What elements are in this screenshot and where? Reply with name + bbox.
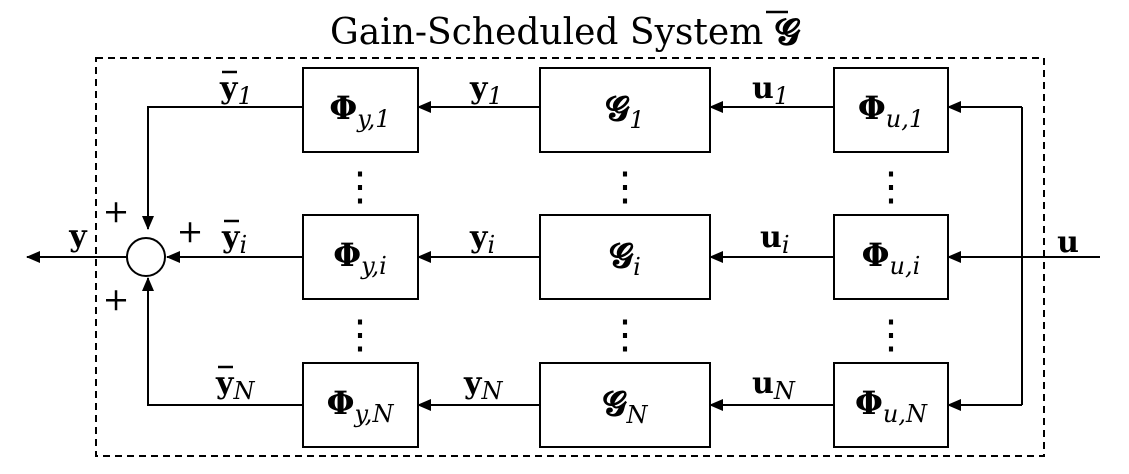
block-phi-u-i-label: Φu,i [862, 236, 921, 280]
block-g-1 [539, 67, 711, 153]
block-phi-y-1-label: Φy,1 [329, 89, 390, 133]
u-1-main: u [752, 71, 774, 106]
ellipsis-phi-u-top: ⋮ [871, 164, 911, 210]
u-n-sub: N [773, 377, 796, 405]
ellipsis-phi-y-top: ⋮ [340, 164, 380, 210]
block-phi-y-n [302, 362, 419, 448]
signal-u-1: u1 [752, 71, 789, 110]
ellipsis-g-top: ⋮ [605, 164, 645, 210]
sum-sign-bottom: + [103, 280, 130, 318]
block-phi-u-n-label: Φu,N [855, 384, 928, 428]
g-n-sub: N [625, 401, 648, 429]
input-label: u [1057, 225, 1079, 260]
y-1-main: y [469, 71, 489, 106]
g-1-main: 𝓖 [605, 89, 630, 129]
block-g-i-label: 𝓖i [609, 236, 641, 281]
g-i-sub: i [633, 253, 641, 281]
summing-junction [126, 237, 166, 277]
block-g-n [539, 362, 711, 448]
y-1-sub: 1 [487, 82, 502, 110]
ellipsis-phi-y-bottom: ⋮ [340, 312, 380, 358]
phi-y-1-sub: y,1 [356, 105, 390, 133]
ybar-1-main: y [219, 71, 239, 106]
y-i-sub: i [487, 231, 495, 259]
y-n-main: y [463, 366, 483, 401]
phi-u-1-main: Φ [858, 89, 886, 127]
g-n-main: 𝓖 [603, 384, 628, 424]
diagram-title: Gain-Scheduled System 𝓖 [330, 11, 801, 53]
ybar-i-sub: i [239, 231, 247, 259]
title-symbol: 𝓖 [775, 11, 801, 53]
signal-u-i: ui [760, 220, 790, 259]
sum-sign-middle: + [177, 212, 204, 250]
signal-ybar-n: yN [215, 366, 255, 405]
phi-y-i-main: Φ [333, 236, 361, 274]
signal-u-n: uN [752, 366, 796, 405]
block-phi-u-n [833, 362, 949, 448]
arrow-ybar-1 [142, 106, 303, 230]
u-1-sub: 1 [774, 82, 789, 110]
block-g-n-label: 𝓖N [603, 384, 649, 429]
g-1-sub: 1 [629, 106, 644, 134]
phi-u-i-main: Φ [862, 236, 890, 274]
phi-y-i-sub: y,i [360, 252, 387, 280]
u-i-sub: i [782, 231, 790, 259]
block-phi-u-1 [833, 67, 949, 153]
g-i-main: 𝓖 [609, 236, 634, 276]
y-n-sub: N [480, 377, 503, 405]
phi-u-n-main: Φ [855, 384, 883, 422]
block-phi-u-1-label: Φu,1 [858, 89, 924, 133]
phi-y-1-main: Φ [329, 89, 357, 127]
block-phi-y-i [302, 214, 419, 300]
title-text: Gain-Scheduled System [330, 12, 775, 53]
signal-y-1: y1 [469, 71, 503, 110]
u-i-main: u [760, 220, 782, 255]
arrow-ybar-n [142, 277, 303, 406]
block-phi-u-i [833, 214, 949, 300]
ybar-1-sub: 1 [237, 82, 252, 110]
signal-y-i: yi [469, 220, 495, 259]
ybar-n-main: y [215, 366, 235, 401]
phi-y-n-main: Φ [327, 384, 355, 422]
sum-sign-top: + [103, 192, 130, 230]
ellipsis-phi-u-bottom: ⋮ [871, 312, 911, 358]
signal-ybar-i: yi [221, 220, 247, 259]
ellipsis-g-bottom: ⋮ [605, 312, 645, 358]
block-g-1-label: 𝓖1 [605, 89, 644, 134]
phi-u-i-sub: u,i [890, 252, 921, 280]
signal-ybar-1: y1 [219, 71, 253, 110]
ybar-i-main: y [221, 220, 241, 255]
signal-y-n: yN [463, 366, 503, 405]
ybar-n-sub: N [232, 377, 255, 405]
output-label: y [68, 219, 88, 254]
phi-u-n-sub: u,N [883, 400, 928, 428]
block-g-i [539, 214, 711, 300]
y-i-main: y [469, 220, 489, 255]
block-phi-y-n-label: Φy,N [327, 384, 395, 428]
block-phi-y-1 [302, 67, 419, 153]
block-phi-y-i-label: Φy,i [333, 236, 387, 280]
phi-y-n-sub: y,N [353, 400, 394, 428]
u-n-main: u [752, 366, 774, 401]
phi-u-1-sub: u,1 [886, 105, 924, 133]
